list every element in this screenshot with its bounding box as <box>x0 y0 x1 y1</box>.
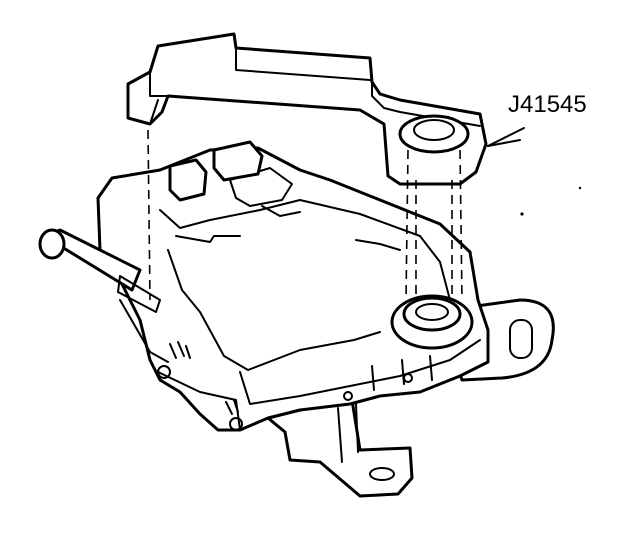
tool-callout: J41545 <box>487 91 587 147</box>
alignment-guides <box>147 129 463 301</box>
speckle-marks <box>520 186 582 216</box>
switch-body <box>96 146 490 432</box>
connector-tabs <box>168 140 264 202</box>
alignment-tool <box>126 32 521 186</box>
shaft-hub <box>390 294 474 350</box>
tool-callout-label: J41545 <box>508 91 587 118</box>
lower-bracket <box>266 398 414 498</box>
pipe-stub <box>38 228 161 313</box>
